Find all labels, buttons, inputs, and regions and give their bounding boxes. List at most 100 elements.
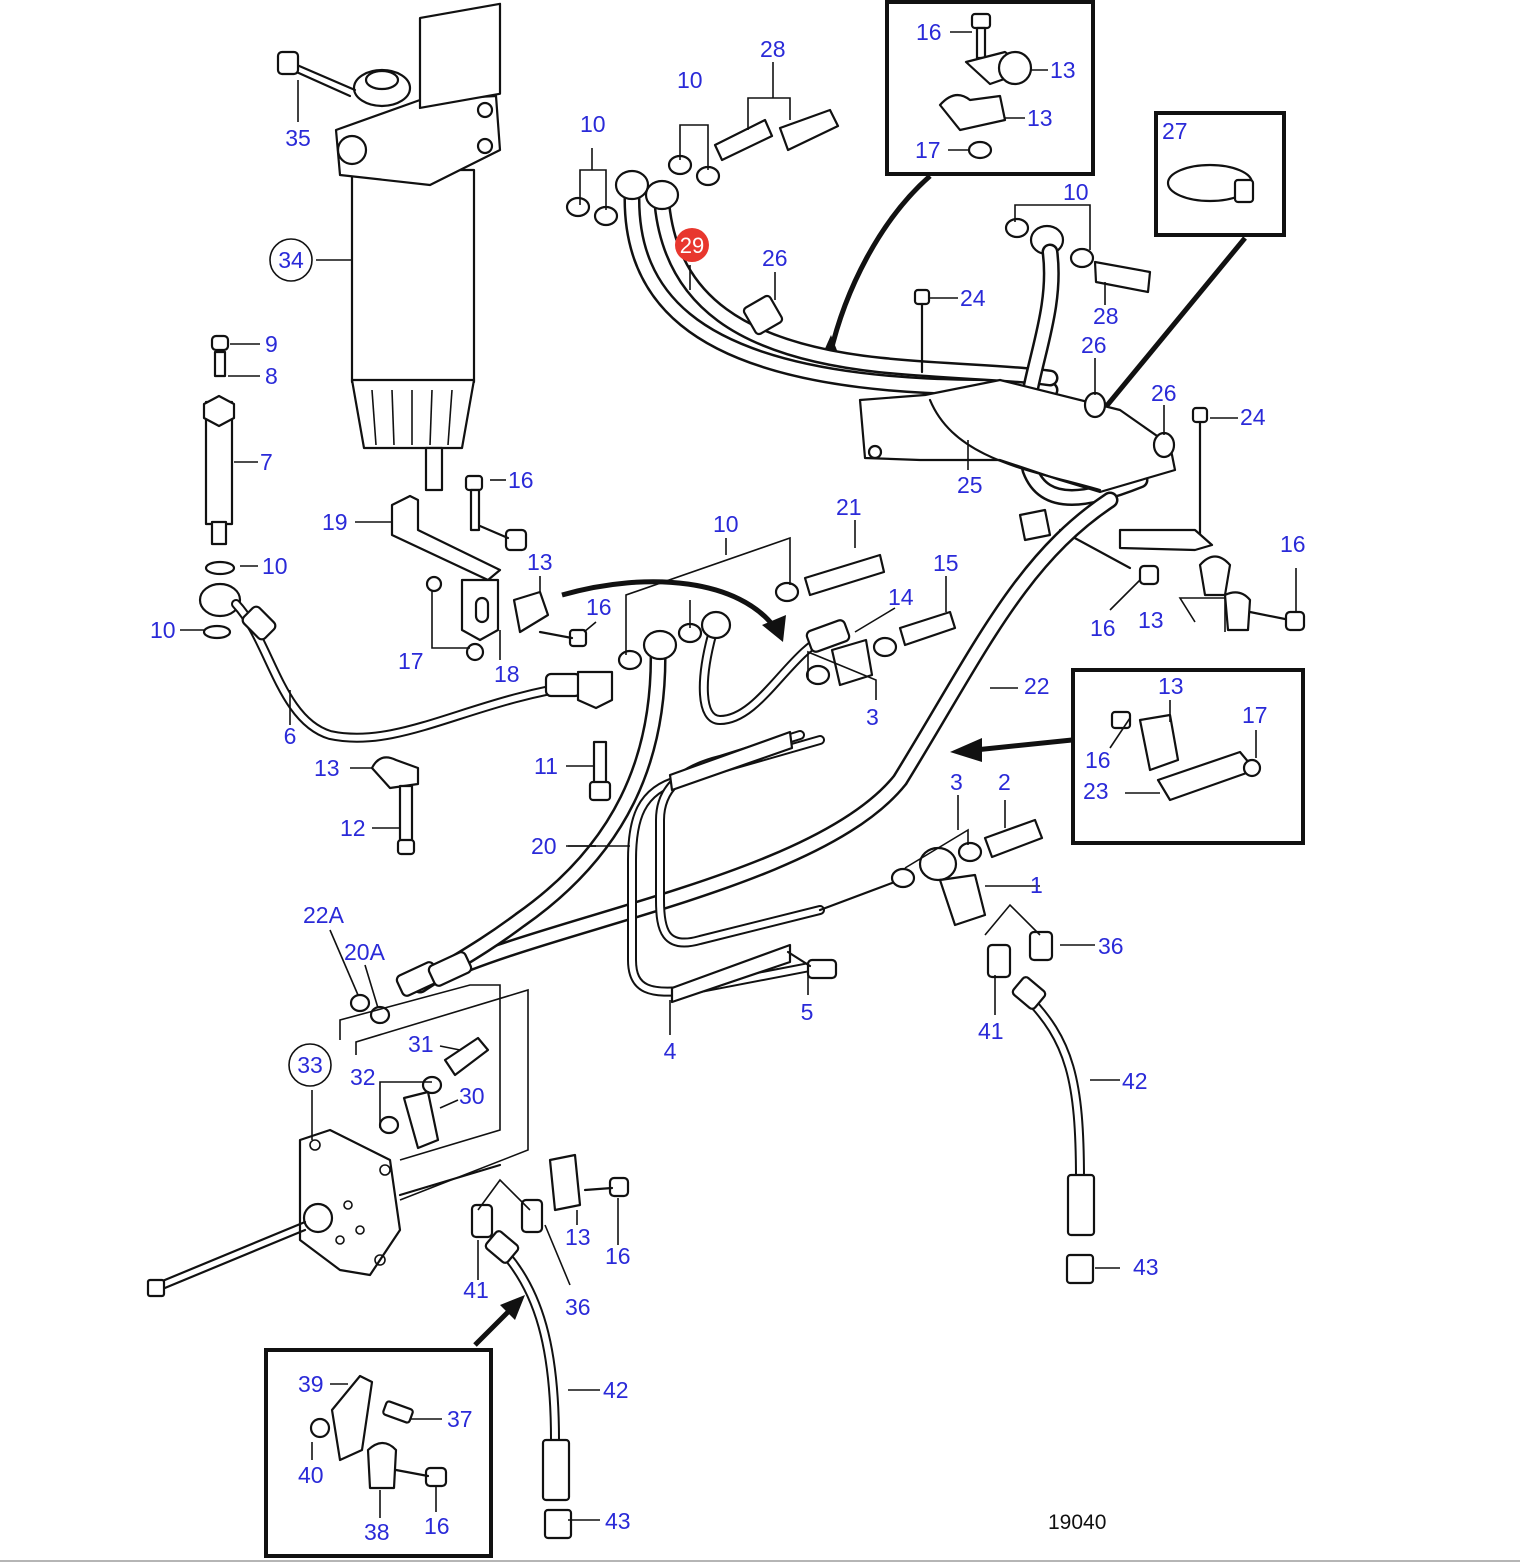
callout-3-right[interactable]: 3 [950,769,963,795]
callout-24-right[interactable]: 24 [1240,404,1266,430]
callout-15[interactable]: 15 [933,550,959,576]
feed-pump [146,1036,630,1540]
callout-17-inset-top[interactable]: 17 [915,137,941,163]
callout-27[interactable]: 27 [1162,118,1188,144]
filter-bracket [370,474,588,856]
callout-7[interactable]: 7 [260,449,273,475]
callout-13-right[interactable]: 13 [1138,607,1164,633]
callout-16-right-upper[interactable]: 16 [1280,531,1306,557]
callout-16-bracket-top[interactable]: 16 [508,467,534,493]
callout-19[interactable]: 19 [322,509,348,535]
callout-41-right[interactable]: 41 [978,1018,1004,1044]
callout-12[interactable]: 12 [340,815,366,841]
callout-labels: 35 34 9 8 7 10 10 6 13 12 19 16 13 16 17… [150,19,1306,1545]
callout-16-inset-right[interactable]: 16 [1085,747,1111,773]
callout-9[interactable]: 9 [265,331,278,357]
callout-39[interactable]: 39 [298,1371,324,1397]
callout-28-upper[interactable]: 28 [760,36,786,62]
callout-16-right-lower[interactable]: 16 [1090,615,1116,641]
callout-40[interactable]: 40 [298,1462,324,1488]
right-drain-hose [818,818,1096,1285]
inset-box-clamp-bracket [1071,668,1305,845]
callout-16-bracket[interactable]: 16 [586,594,612,620]
highlighted-part-marker[interactable] [675,228,709,262]
callout-10-centre[interactable]: 10 [713,511,739,537]
callout-10-left-upper[interactable]: 10 [262,553,288,579]
left-return-pipe [198,334,614,802]
callout-38[interactable]: 38 [364,1519,390,1545]
group-brackets-lower [339,984,529,1201]
callout-10-upper-mid[interactable]: 10 [677,67,703,93]
callout-17-inset-right[interactable]: 17 [1242,702,1268,728]
inset-box-clamp-top [885,0,1095,176]
callout-13-inset-top-b[interactable]: 13 [1027,105,1053,131]
callout-10-left-lower[interactable]: 10 [150,617,176,643]
callout-43-right[interactable]: 43 [1133,1254,1159,1280]
callout-16-inset-top[interactable]: 16 [916,19,942,45]
callout-ring-34 [269,238,313,282]
callout-36-right[interactable]: 36 [1098,933,1124,959]
callout-5[interactable]: 5 [801,999,814,1025]
figure-number: 19040 [1048,1511,1106,1534]
callout-41-lower[interactable]: 41 [463,1277,489,1303]
callout-26-mid[interactable]: 26 [1081,332,1107,358]
callout-23[interactable]: 23 [1083,778,1109,804]
callout-1[interactable]: 1 [1030,872,1043,898]
callout-6[interactable]: 6 [284,723,297,749]
callout-37[interactable]: 37 [447,1406,473,1432]
upper-hoses [565,108,1152,506]
callout-4[interactable]: 4 [664,1038,677,1064]
callout-25[interactable]: 25 [957,472,983,498]
callout-32[interactable]: 32 [350,1064,376,1090]
callout-14[interactable]: 14 [888,584,914,610]
callout-13-lower-left[interactable]: 13 [314,755,340,781]
callout-34[interactable]: 34 [278,247,304,273]
callout-28-right[interactable]: 28 [1093,303,1119,329]
callout-35[interactable]: 35 [285,125,311,151]
callout-18[interactable]: 18 [494,661,520,687]
inset-arrows [473,174,1247,1347]
fuel-filter [276,2,502,492]
callout-13-bracket[interactable]: 13 [527,549,553,575]
callout-43-lower[interactable]: 43 [605,1508,631,1534]
callout-ring-33 [288,1043,332,1087]
callout-11[interactable]: 11 [534,753,558,779]
callout-10-upper-right[interactable]: 10 [1063,179,1089,205]
callout-10-upper-left[interactable]: 10 [580,111,606,137]
callout-26-right[interactable]: 26 [1151,380,1177,406]
callout-16-pump[interactable]: 16 [605,1243,631,1269]
callout-22[interactable]: 22 [1024,673,1050,699]
callout-42-lower[interactable]: 42 [603,1377,629,1403]
callout-17-bracket[interactable]: 17 [398,648,424,674]
callout-20A[interactable]: 20A [344,939,386,965]
inset-bracket-bottom-parts [309,1374,448,1490]
callout-31[interactable]: 31 [408,1031,434,1057]
callout-8[interactable]: 8 [265,363,278,389]
callout-13-inset-right[interactable]: 13 [1158,673,1184,699]
inset-box-bracket-bottom [264,1348,493,1558]
callout-30[interactable]: 30 [459,1083,485,1109]
inset-clamp-top-parts [938,12,1033,160]
centre-pipes [617,553,957,1004]
inset-box-hose-strap [1154,111,1286,237]
leader-lines [180,31,1297,1521]
callout-2[interactable]: 2 [998,769,1011,795]
callout-13-inset-top-a[interactable]: 13 [1050,57,1076,83]
callout-36-lower[interactable]: 36 [565,1294,591,1320]
callout-13-pump[interactable]: 13 [565,1224,591,1250]
callout-16-inset-bottom[interactable]: 16 [424,1513,450,1539]
callout-33[interactable]: 33 [297,1052,323,1078]
callout-20[interactable]: 20 [531,833,557,859]
inset-clamp-bracket-parts [1110,710,1262,802]
callout-24-upper[interactable]: 24 [960,285,986,311]
crossmember-bracket [858,288,1306,632]
callout-22A[interactable]: 22A [303,902,345,928]
callout-29: 29 [680,233,704,258]
inset-hose-strap-part [1166,163,1255,204]
callout-21[interactable]: 21 [836,494,862,520]
callout-3-centre[interactable]: 3 [866,704,879,730]
callout-26-upper[interactable]: 26 [762,245,788,271]
long-hoses [349,491,1119,1025]
callout-42-right[interactable]: 42 [1122,1068,1148,1094]
